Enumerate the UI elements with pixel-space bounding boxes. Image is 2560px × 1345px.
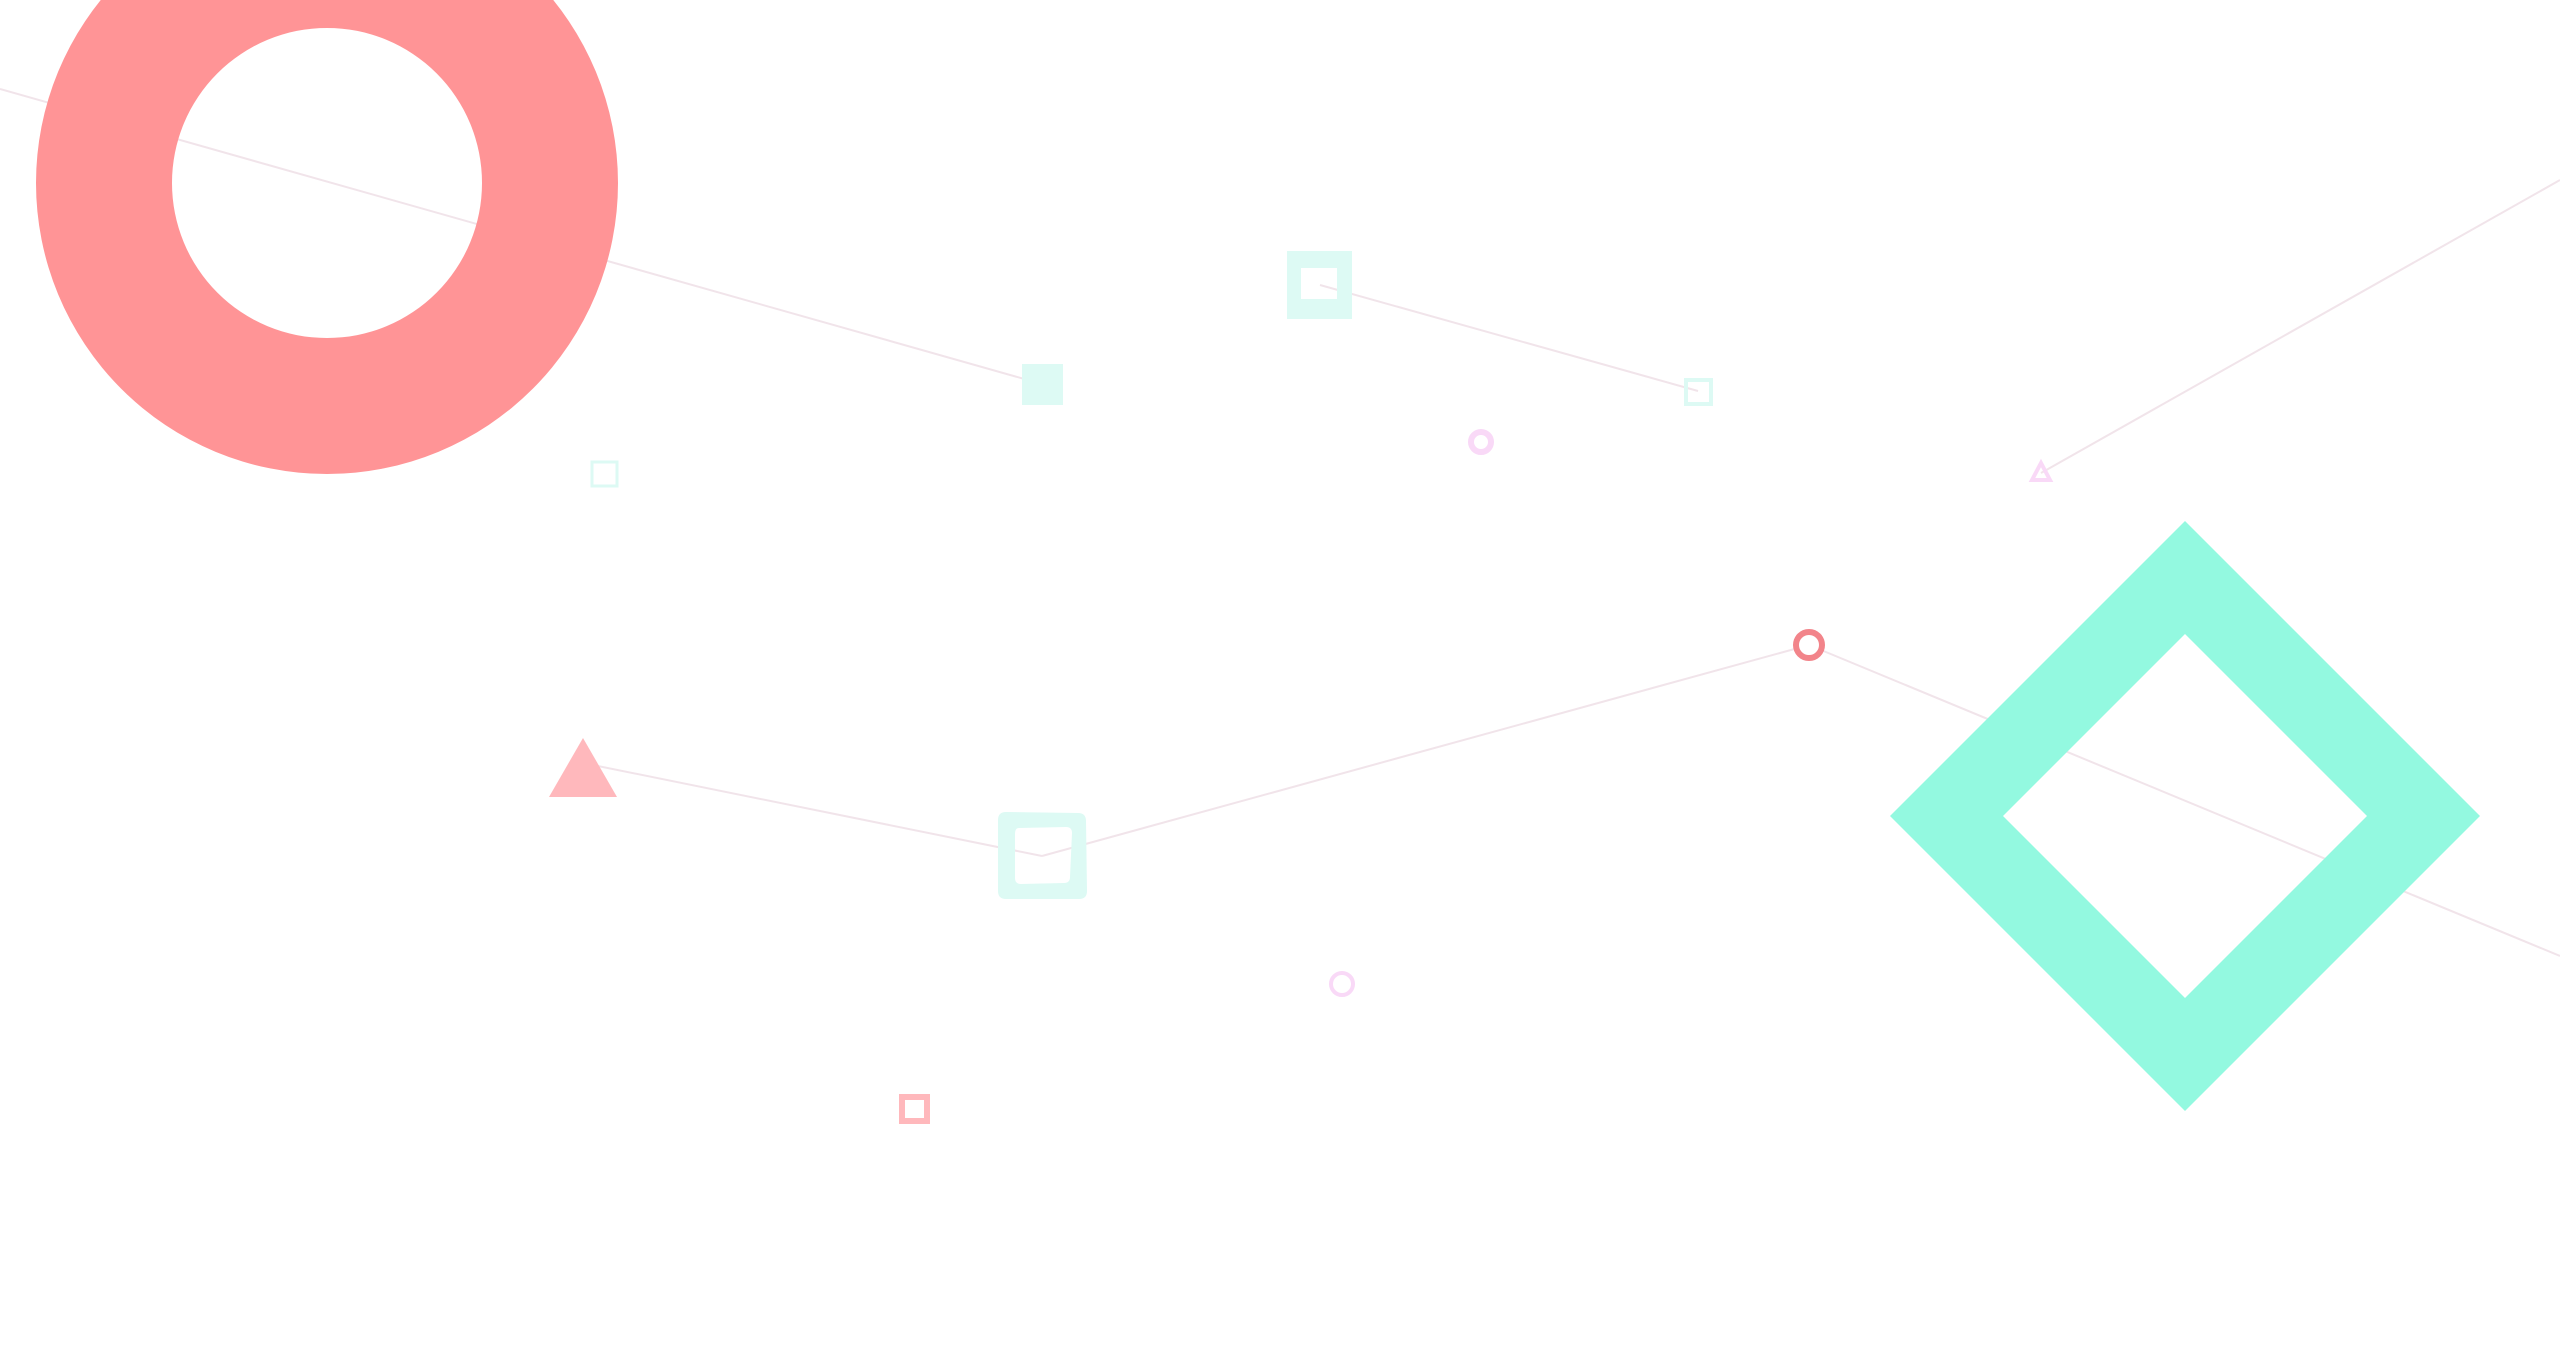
connector-line-middle-right bbox=[1808, 644, 2560, 957]
mint-small-square-outline-left bbox=[590, 460, 619, 488]
coral-triangle bbox=[549, 738, 617, 797]
large-coral-ring bbox=[36, 0, 618, 474]
connector-line-top-right bbox=[2040, 179, 2560, 474]
connector-line-middle-center bbox=[1041, 644, 1810, 857]
mint-small-square-outline-right bbox=[1684, 378, 1713, 406]
lavender-small-triangle-outline bbox=[2028, 458, 2054, 482]
mint-solid-square bbox=[1022, 364, 1063, 405]
connector-line-middle-left bbox=[582, 762, 1043, 857]
connector-lines bbox=[0, 88, 2560, 957]
lavender-small-ring-bottom bbox=[1329, 971, 1355, 997]
coral-small-ring bbox=[1793, 629, 1825, 661]
connector-line-top-middle bbox=[1319, 284, 1699, 392]
mint-rounded-square-outline bbox=[998, 812, 1087, 899]
mint-square-outline-top bbox=[1287, 251, 1352, 319]
pink-small-square-outline bbox=[899, 1094, 930, 1124]
lavender-small-ring-top bbox=[1468, 429, 1494, 455]
large-mint-diamond-outline bbox=[1890, 521, 2480, 1111]
